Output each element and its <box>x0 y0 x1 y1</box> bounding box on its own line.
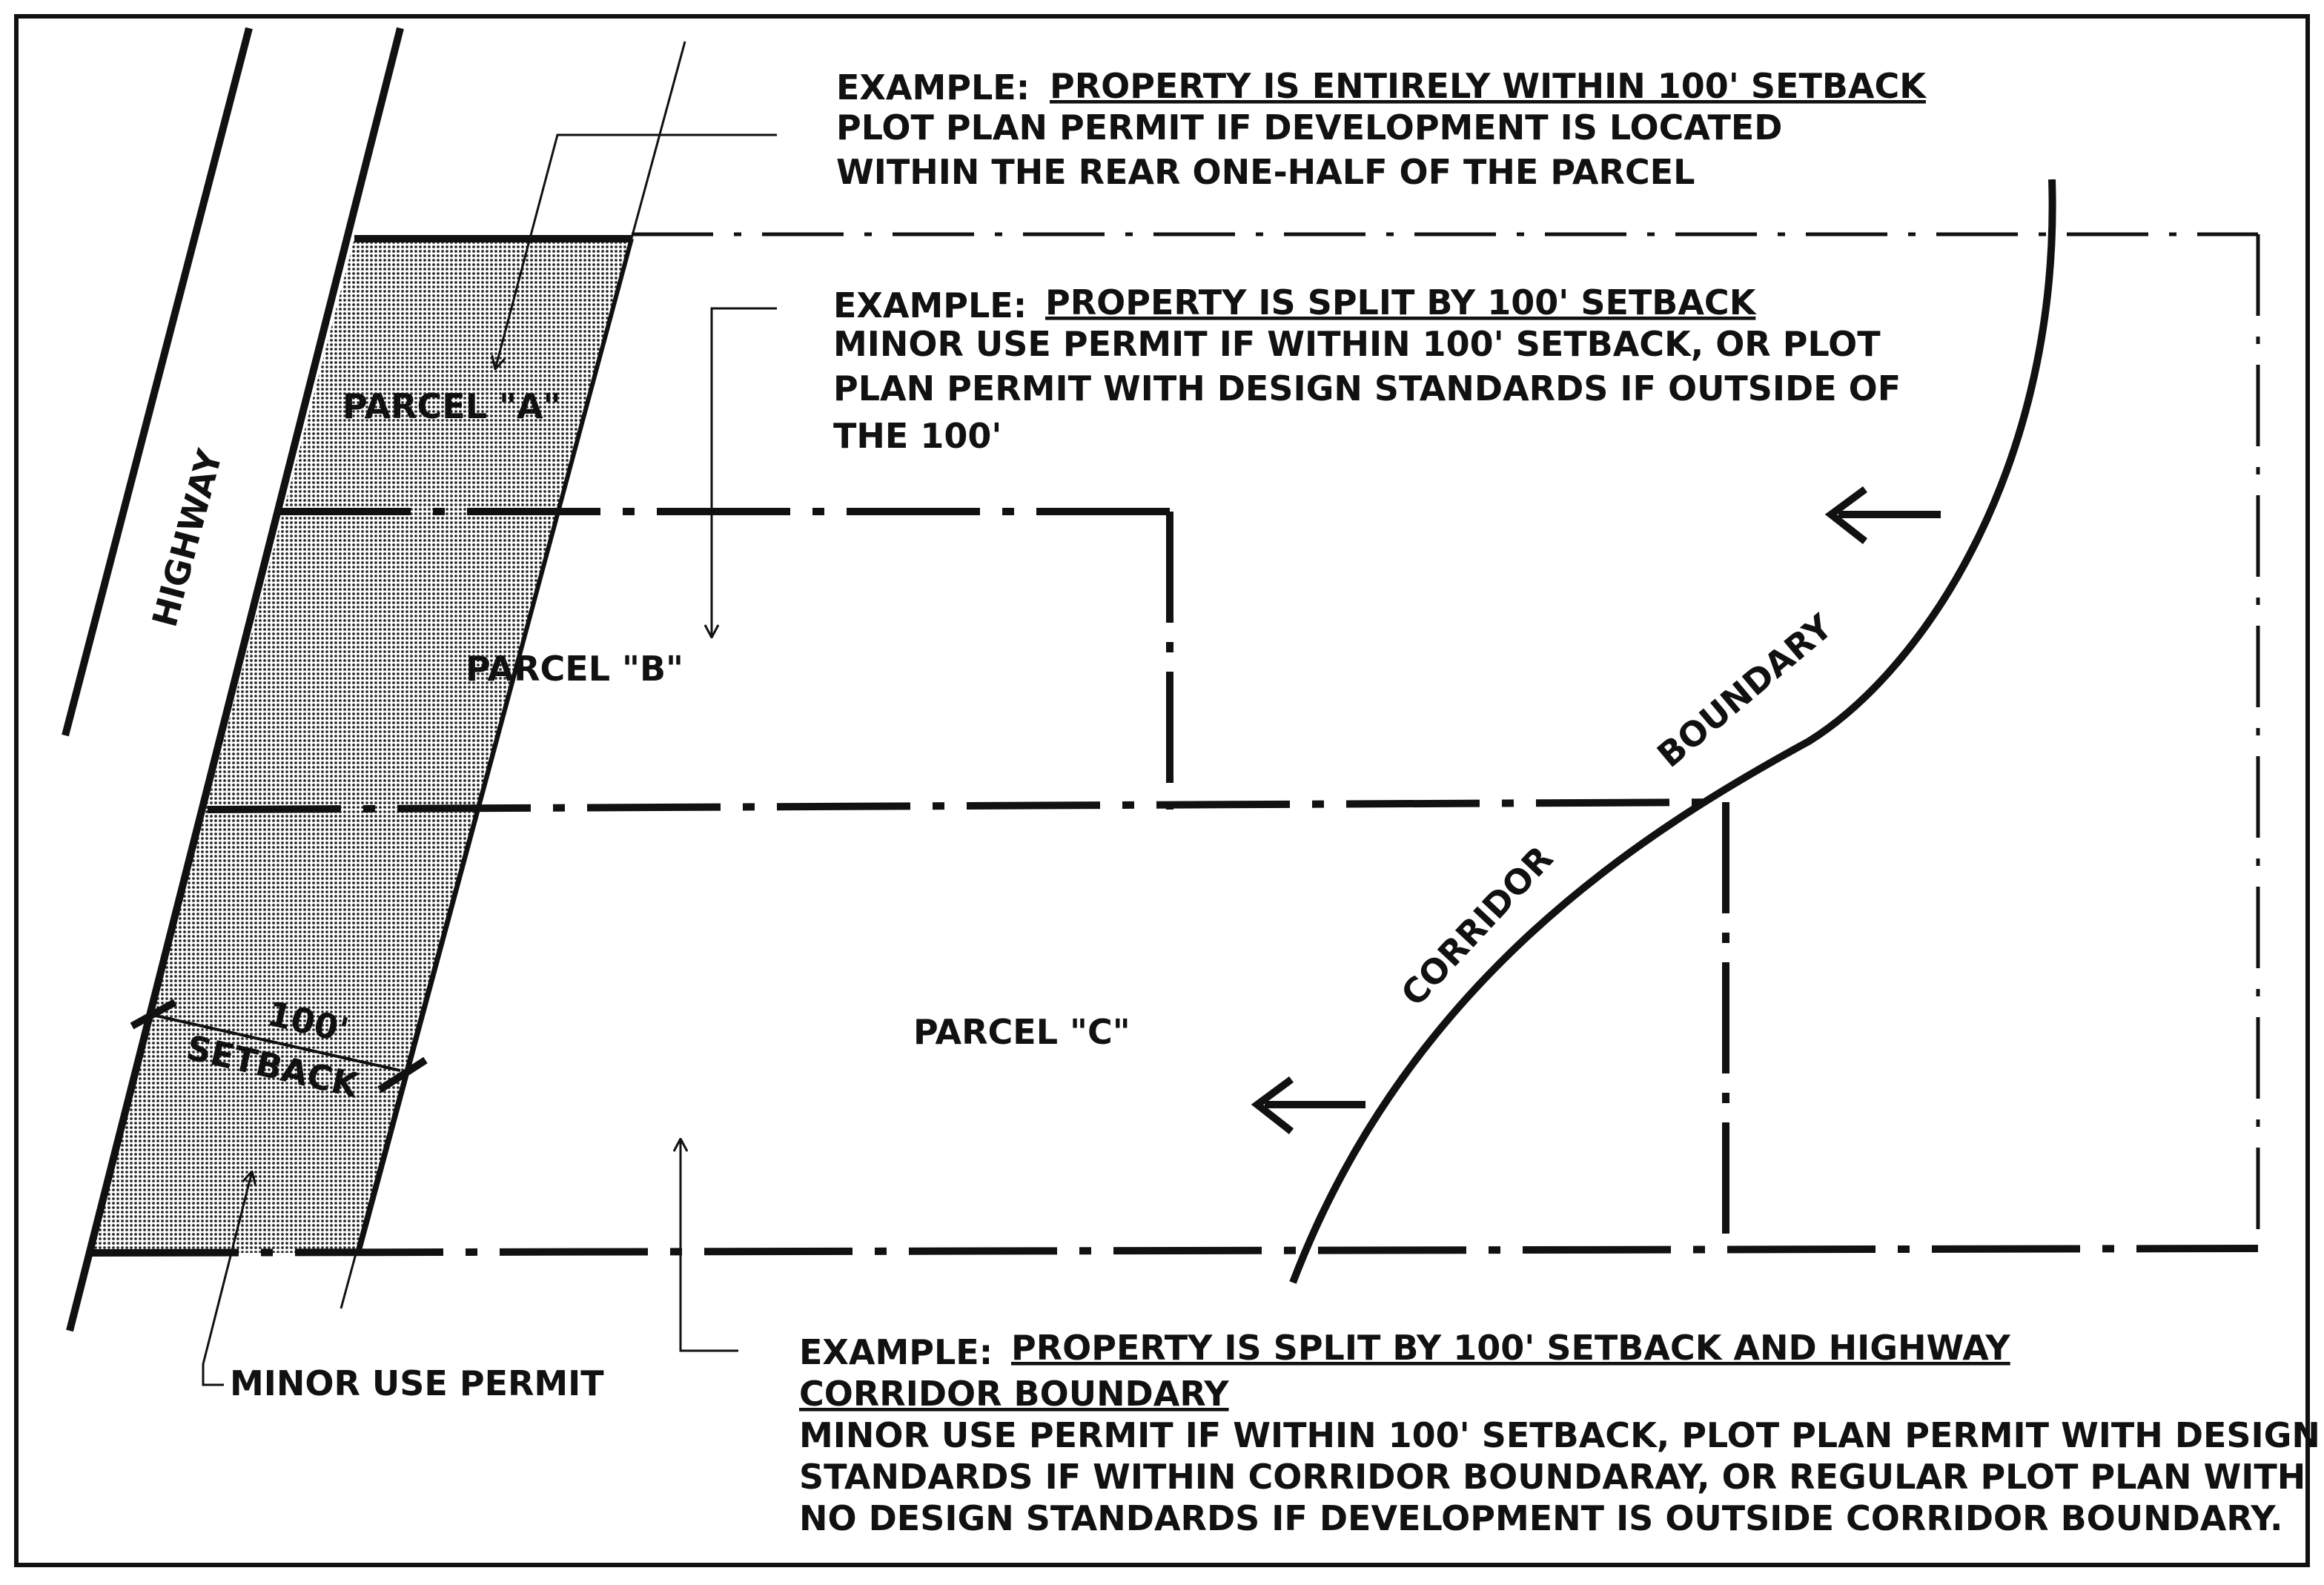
example-title: CORRIDOR BOUNDARY <box>799 1374 1229 1414</box>
property-line-bc <box>207 798 1727 813</box>
example-body-line: MINOR USE PERMIT IF WITHIN 100' SETBACK,… <box>799 1415 2320 1455</box>
example-title: PROPERTY IS SPLIT BY 100' SETBACK AND HI… <box>1011 1328 2010 1368</box>
example-body-line: MINOR USE PERMIT IF WITHIN 100' SETBACK,… <box>833 324 1881 364</box>
leader-lines <box>202 133 777 1386</box>
example-title: PROPERTY IS ENTIRELY WITHIN 100' SETBACK <box>1050 66 1927 106</box>
example-body-line: PLOT PLAN PERMIT IF DEVELOPMENT IS LOCAT… <box>836 107 1782 148</box>
highway-edge-right <box>66 27 404 1332</box>
parcel-b-label: PARCEL "B" <box>466 649 683 689</box>
page-border <box>14 14 2310 1567</box>
setback-line <box>357 238 634 1254</box>
example-lead: EXAMPLE: <box>833 285 1027 325</box>
corridor-boundary-curve <box>1289 179 2056 1284</box>
parcel-c-label: PARCEL "C" <box>913 1012 1130 1052</box>
minor-use-permit-label: MINOR USE PERMIT <box>230 1363 604 1403</box>
parcel-a-label: PARCEL "A" <box>342 386 561 426</box>
property-lines <box>90 232 2260 1257</box>
example-body-line: PLAN PERMIT WITH DESIGN STANDARDS IF OUT… <box>833 368 1901 408</box>
example-split-by-setback: EXAMPLE: PROPERTY IS SPLIT BY 100' SETBA… <box>833 282 1901 456</box>
leader-example-a <box>495 133 777 369</box>
arrow-left-icon <box>1251 1076 1294 1134</box>
leader-example-b <box>712 307 777 638</box>
property-line-bottom <box>90 1245 2259 1257</box>
arrow-left-icon <box>1824 486 1868 544</box>
example-body-line: THE 100' <box>833 416 1002 456</box>
corridor-direction-arrows <box>1251 486 1941 1134</box>
example-body-line: NO DESIGN STANDARDS IF DEVELOPMENT IS OU… <box>799 1498 2282 1538</box>
example-lead: EXAMPLE: <box>799 1332 993 1372</box>
example-body-line: STANDARDS IF WITHIN CORRIDOR BOUNDARAY, … <box>799 1457 2305 1497</box>
leader-minor-use <box>202 1171 252 1386</box>
boundary-label: BOUNDARY <box>1649 606 1840 775</box>
example-split-by-setback-and-corridor: EXAMPLE: PROPERTY IS SPLIT BY 100' SETBA… <box>799 1328 2320 1538</box>
example-lead: EXAMPLE: <box>836 67 1030 107</box>
example-title: PROPERTY IS SPLIT BY 100' SETBACK <box>1045 282 1758 322</box>
example-entirely-within: EXAMPLE: PROPERTY IS ENTIRELY WITHIN 100… <box>836 66 1927 192</box>
example-body-line: WITHIN THE REAR ONE-HALF OF THE PARCEL <box>836 152 1695 192</box>
highway-edge-left <box>62 27 253 737</box>
leader-example-c <box>681 1139 738 1352</box>
highway-label: HIGHWAY <box>145 445 231 631</box>
setback-dimension <box>130 999 428 1093</box>
setback-zone <box>90 239 632 1253</box>
